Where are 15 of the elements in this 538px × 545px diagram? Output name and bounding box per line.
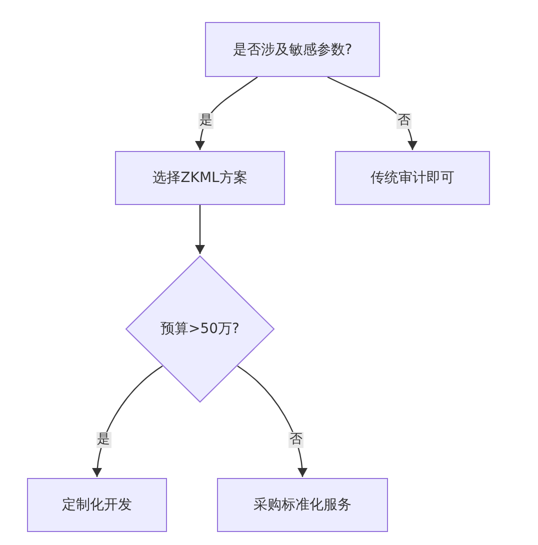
arrow bbox=[195, 76, 258, 150]
edge-label: 否 bbox=[288, 432, 304, 448]
process-box: 定制化开发 bbox=[27, 478, 167, 532]
process-box: 采购标准化服务 bbox=[217, 478, 388, 532]
arrow bbox=[195, 205, 205, 254]
edge-label: 否 bbox=[396, 113, 412, 130]
process-box: 选择ZKML方案 bbox=[115, 151, 285, 205]
process-box: 是否涉及敏感参数? bbox=[205, 22, 380, 77]
arrow bbox=[92, 366, 163, 478]
process-box: 传统审计即可 bbox=[335, 151, 490, 205]
edge-label: 是 bbox=[198, 113, 214, 130]
arrow bbox=[237, 366, 308, 478]
edge-label: 是 bbox=[96, 432, 112, 448]
arrow bbox=[327, 76, 417, 150]
decision-diamond: 预算>50万? bbox=[125, 255, 275, 403]
